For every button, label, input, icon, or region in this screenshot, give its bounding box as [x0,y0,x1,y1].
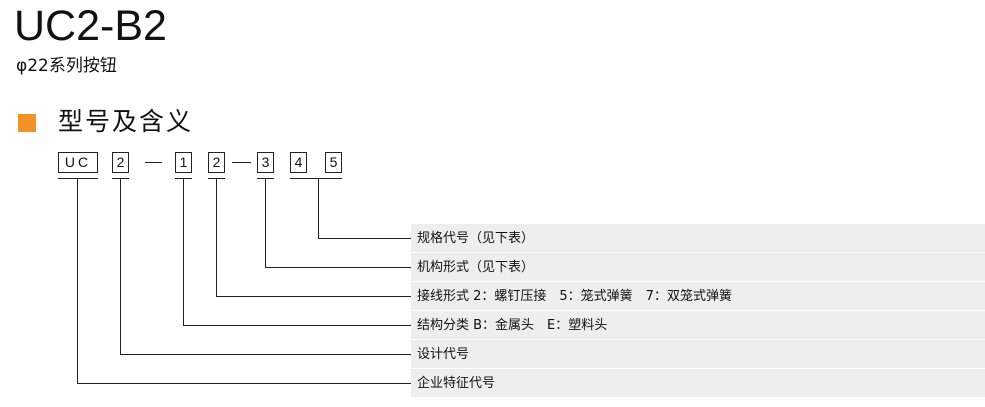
meaning-row-mechanism: 机构形式（见下表） [411,253,985,282]
meaning-label: 设计代号 [417,347,470,362]
code-segment-wiring: 2 [208,152,225,173]
code-segment-enterprise: UC [58,152,98,173]
code-segment-design: 2 [112,152,129,173]
leader-line-wiring [216,179,411,297]
code-underline [290,178,342,179]
meaning-row-design: 设计代号 [411,340,985,369]
leader-line-mechanism [265,179,411,268]
meaning-label: 规格代号（见下表） [417,231,535,246]
product-code: UC2-B2 [14,2,167,50]
code-underline [208,178,225,179]
code-segment-mechanism: 3 [257,152,274,173]
meaning-row-enterprise: 企业特征代号 [411,369,985,398]
code-separator [145,162,162,163]
meaning-label: 结构分类 B：金属头 E：塑料头 [417,318,608,333]
meaning-row-spec: 规格代号（见下表） [411,224,985,253]
leader-line-structure [183,179,411,326]
code-underline [112,178,129,179]
code-underline [175,178,192,179]
leader-line-spec [318,179,411,239]
code-segment-structure: 1 [175,152,192,173]
product-subtitle: φ22系列按钮 [16,56,117,76]
meaning-label: 企业特征代号 [417,376,496,391]
meaning-label: 接线形式 2：螺钉压接 5：笼式弹簧 7：双笼式弹簧 [417,289,732,304]
section-marker [18,114,36,132]
code-segment-spec-a: 4 [290,152,307,173]
code-segment-spec-b: 5 [325,152,342,173]
section-title: 型号及含义 [58,107,194,136]
meaning-label: 机构形式（见下表） [417,260,535,275]
leader-line-enterprise [77,179,411,384]
meaning-row-wiring: 接线形式 2：螺钉压接 5：笼式弹簧 7：双笼式弹簧 [411,282,985,311]
code-underline [58,178,98,179]
meaning-row-structure: 结构分类 B：金属头 E：塑料头 [411,311,985,340]
code-separator [232,162,251,163]
code-underline [257,178,274,179]
leader-line-design [120,179,411,355]
